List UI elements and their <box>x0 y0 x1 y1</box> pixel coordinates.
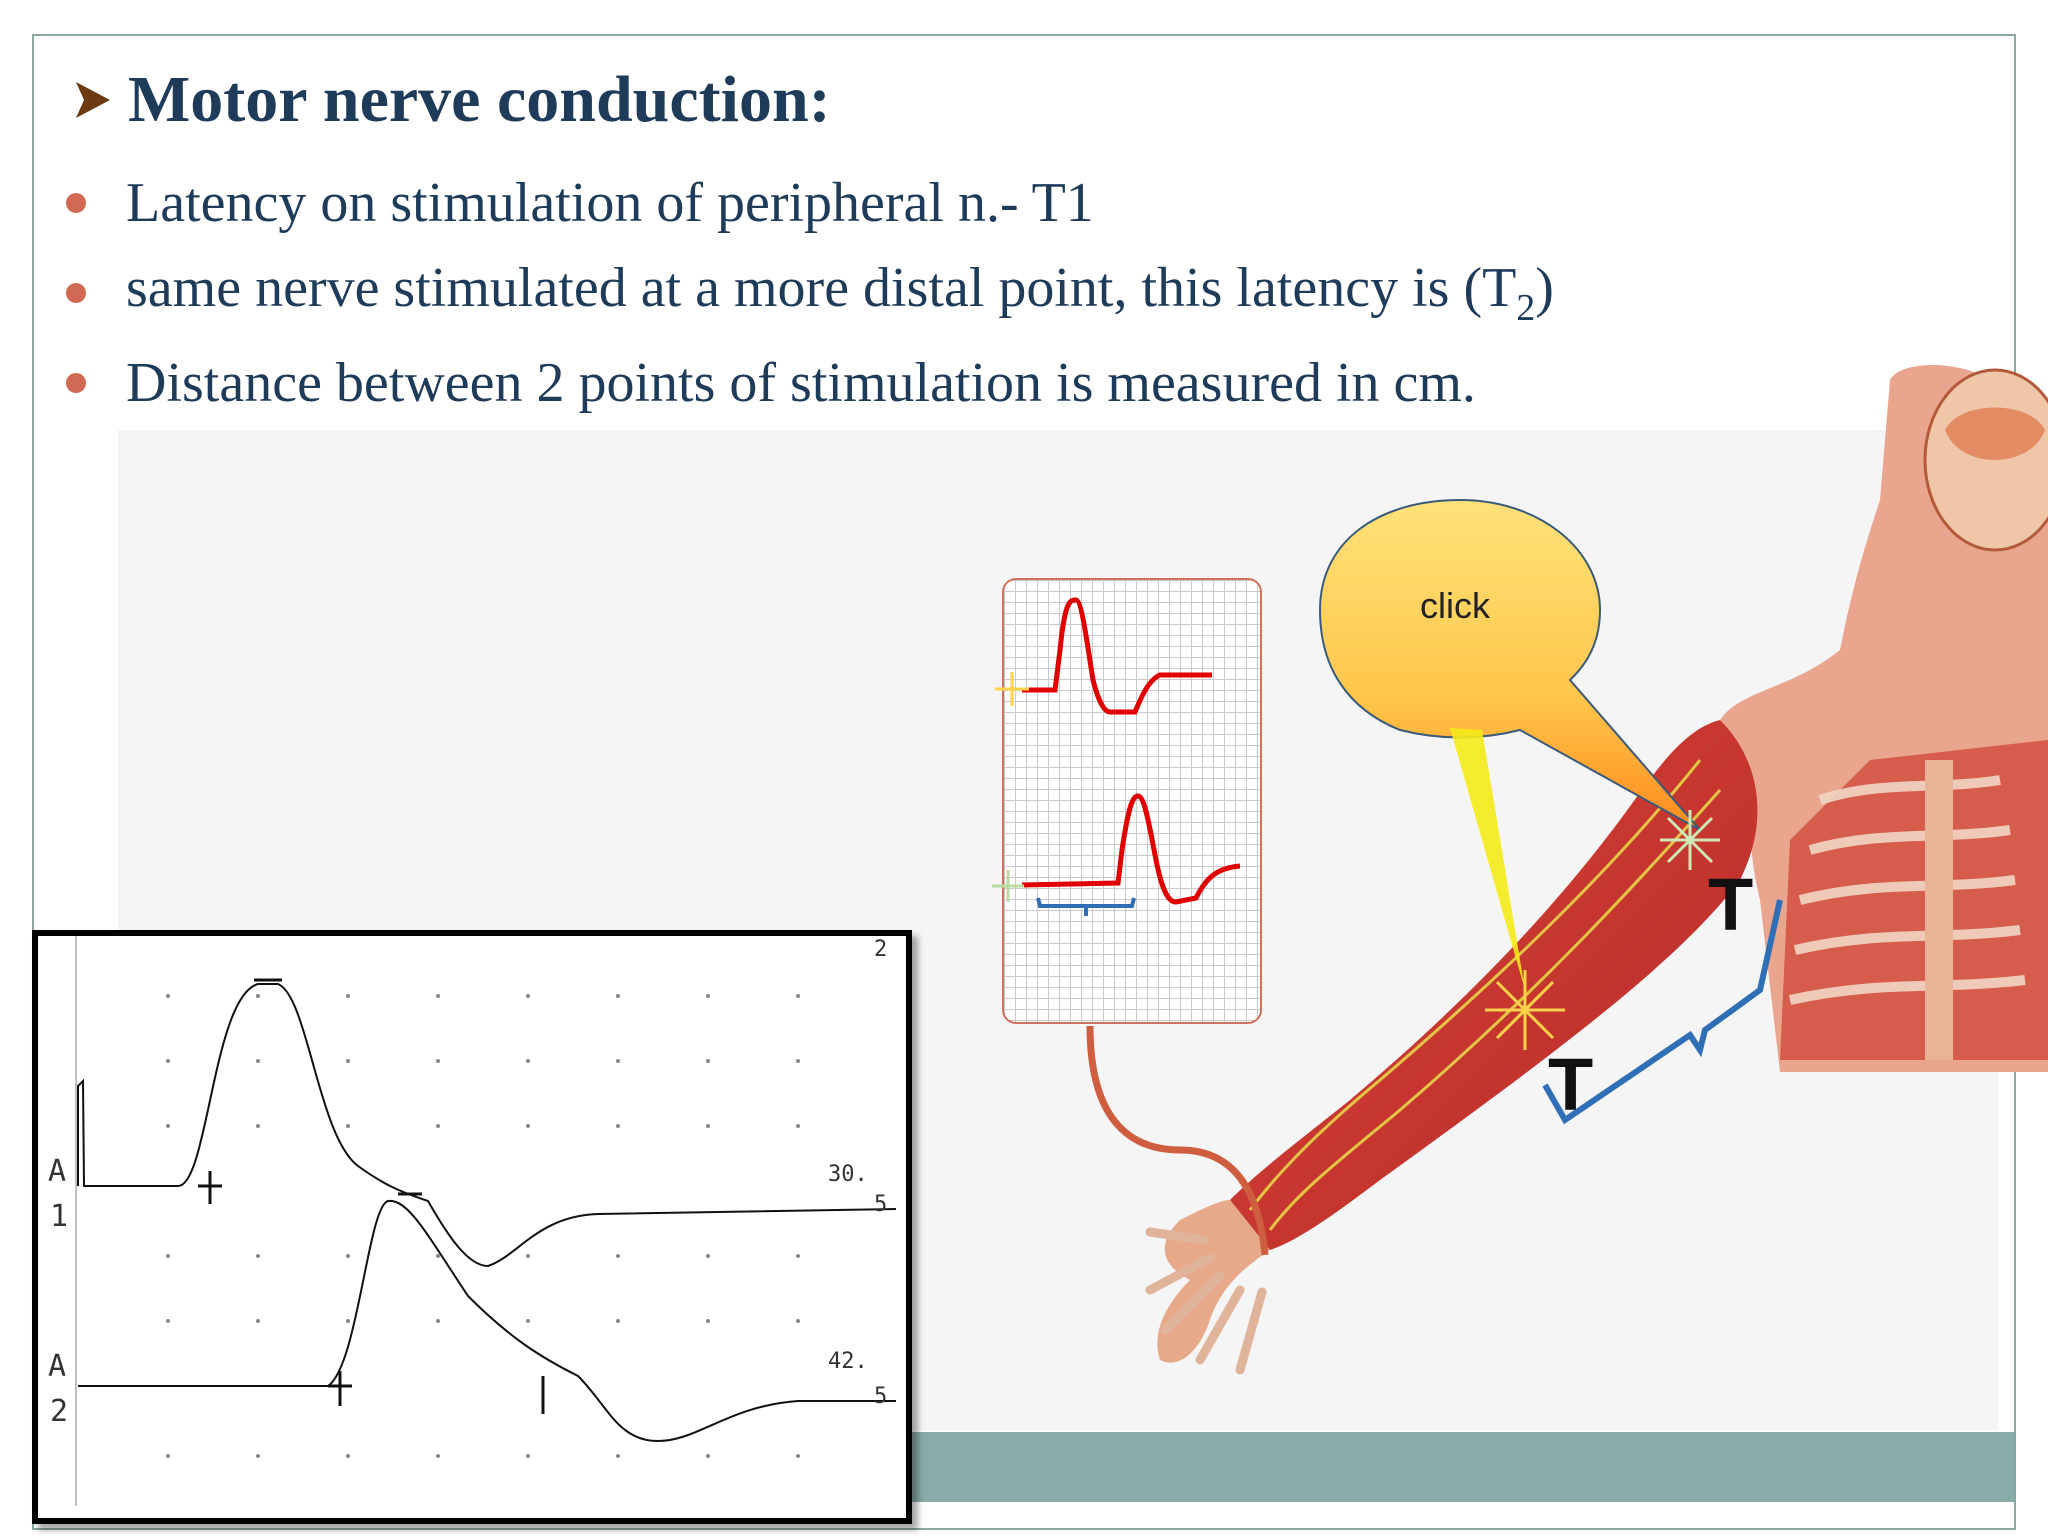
callout-beam <box>1450 728 1525 990</box>
bullet-dot-icon <box>66 283 86 303</box>
response-trace-lower <box>1021 793 1241 905</box>
channel-label: 1 <box>50 1199 68 1234</box>
stimulus-marker-t: T <box>1708 863 1753 946</box>
readout-value: 30. <box>828 1162 868 1187</box>
nerve-conduction-recording: A 1 A 2 2 30. 5 42. 5 <box>32 930 912 1524</box>
callout-label: click <box>1420 585 1490 626</box>
recording-grid-dots <box>166 994 800 1458</box>
arrow-bullet-icon <box>76 82 110 118</box>
channel-label: 2 <box>50 1394 68 1429</box>
bullet-item: Distance between 2 points of stimulation… <box>66 338 1554 428</box>
subscript: 2 <box>1516 287 1536 329</box>
footer-band <box>900 1432 2014 1502</box>
recording-traces: A 1 A 2 2 30. 5 42. 5 <box>48 936 897 1506</box>
latency-bracket <box>1036 897 1136 916</box>
readout-unit: 5 <box>874 1384 887 1409</box>
response-trace-upper <box>1022 597 1212 715</box>
trace-markers <box>198 978 545 1414</box>
bullet-list: Latency on stimulation of peripheral n.-… <box>66 158 1554 428</box>
channel-label: A <box>48 1154 66 1189</box>
slide-title-row: Motor nerve conduction: <box>70 62 831 138</box>
bullet-item: same nerve stimulated at a more distal p… <box>66 248 1554 338</box>
bullet-text: Distance between 2 points of stimulation… <box>126 352 1476 414</box>
bullet-text-part: same nerve stimulated at a more distal p… <box>126 257 1517 319</box>
stimulation-spark-icon <box>1485 970 1565 1050</box>
readout-value: 42. <box>828 1349 868 1374</box>
click-callout <box>1318 498 1701 990</box>
stimulation-spark-icon <box>995 672 1029 706</box>
bullet-text-part: ) <box>1535 257 1554 319</box>
bullet-dot-icon <box>66 193 86 213</box>
bullet-item: Latency on stimulation of peripheral n.-… <box>66 158 1554 248</box>
anatomy-torso-illustration <box>1720 365 2048 1072</box>
trace-upper <box>77 983 897 1268</box>
bullet-dot-icon <box>66 373 86 393</box>
electrode-cable <box>1086 1025 1269 1256</box>
channel-label: A <box>48 1349 66 1384</box>
trace-lower <box>78 1199 896 1443</box>
distance-bracket <box>1542 899 1783 1125</box>
stimulus-marker-t: T <box>1548 1043 1593 1126</box>
stimulation-spark-icon <box>992 870 1024 902</box>
readout-unit: 5 <box>874 1192 887 1217</box>
anatomy-arm-illustration <box>1145 720 1758 1375</box>
slide-title: Motor nerve conduction: <box>128 63 831 136</box>
bullet-text: Latency on stimulation of peripheral n.-… <box>126 172 1094 234</box>
bullet-text: same nerve stimulated at a more distal p… <box>126 256 1554 330</box>
top-right-label: 2 <box>874 937 887 962</box>
stimulation-spark-icon <box>1660 810 1720 870</box>
